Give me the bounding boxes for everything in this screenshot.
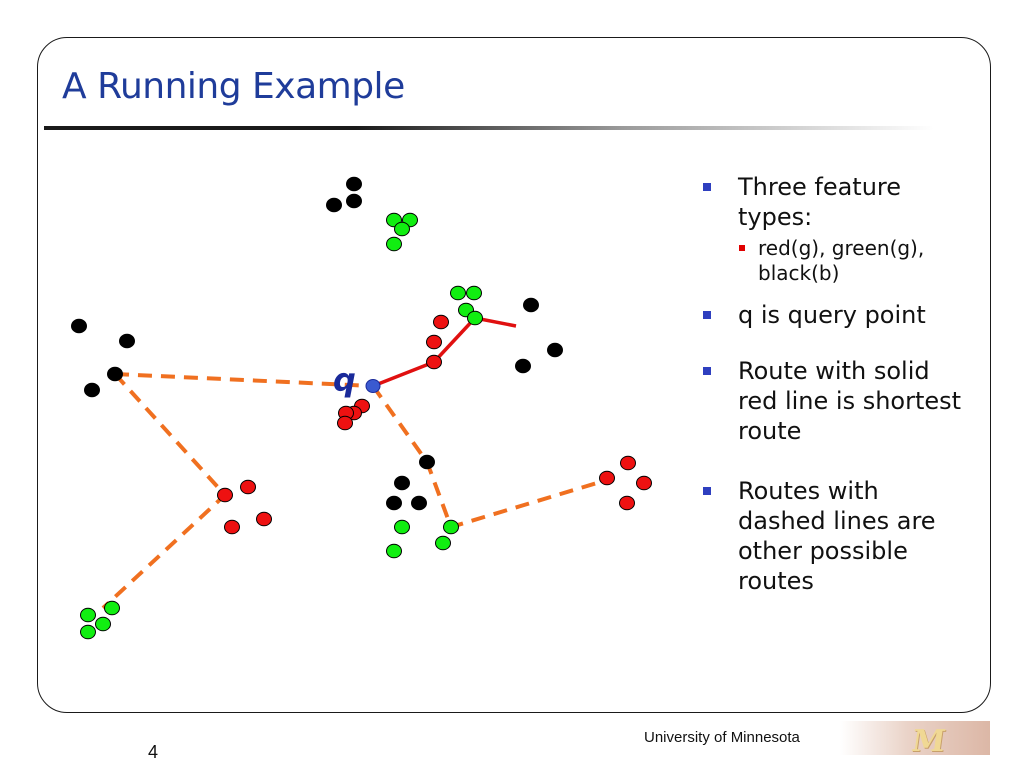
footer-logo-band [840,721,990,755]
shortest-route-line [372,316,517,388]
red-feature-point [224,519,240,535]
red-feature-point [256,511,272,527]
green-feature-point [450,285,466,301]
black-feature-point [394,475,410,491]
dashed-route-2 [101,372,228,610]
bullet-list: Three feature types: red(g), green(g), b… [700,172,970,596]
green-feature-point [80,624,96,640]
black-feature-point [515,358,531,374]
sub-bullet-square-icon [739,245,745,251]
bullet-shortest-route: Route with solid red line is shortest ro… [700,356,970,446]
bullet-square-icon [703,367,711,375]
feature-points [71,176,652,640]
red-feature-point [426,354,442,370]
bullet-text: Route with solid red line is shortest ro… [738,357,962,445]
slide-frame [37,37,991,713]
black-feature-point [119,333,135,349]
black-feature-point [107,366,123,382]
green-feature-point [80,607,96,623]
bullet-text: Routes with dashed lines are other possi… [738,477,936,595]
bullet-square-icon [703,183,711,191]
red-feature-point [619,495,635,511]
dashed-route-3 [371,384,608,530]
green-feature-point [394,221,410,237]
red-feature-point [636,475,652,491]
page-number: 4 [148,742,159,762]
slide-title: A Running Example [62,66,405,107]
green-feature-point [394,519,410,535]
green-feature-point [443,519,459,535]
bullet-square-icon [703,311,711,319]
red-feature-point [599,470,615,486]
bullet-square-icon [703,487,711,495]
bullet-feature-types: Three feature types: [700,172,970,232]
green-feature-point [95,616,111,632]
sub-bullet-feature-list: red(g), green(g), black(b) [700,236,970,286]
bullet-text: q is query point [738,301,926,329]
query-point [365,379,381,393]
black-feature-point [386,495,402,511]
red-feature-point [426,334,442,350]
green-feature-point [386,236,402,252]
green-feature-point [386,543,402,559]
black-feature-point [547,342,563,358]
black-feature-point [84,382,100,398]
black-feature-point [419,454,435,470]
green-feature-point [104,600,120,616]
bullet-text: Three feature types: [738,173,902,231]
university-m-logo-icon: M [909,724,948,759]
black-feature-point [326,197,342,213]
red-feature-point [433,314,449,330]
dashed-route-1 [114,372,374,388]
red-feature-point [620,455,636,471]
green-feature-point [466,285,482,301]
red-feature-point [240,479,256,495]
footer-university-name: University of Minnesota [644,729,800,746]
red-feature-point [217,487,233,503]
shortest-route [372,316,517,388]
red-feature-point [337,415,353,431]
title-rule [44,126,934,130]
black-feature-point [71,318,87,334]
black-feature-point [523,297,539,313]
green-feature-point [467,310,483,326]
sub-bullet-text: red(g), green(g), black(b) [758,236,925,285]
black-feature-point [411,495,427,511]
bullet-other-routes: Routes with dashed lines are other possi… [700,476,970,596]
query-point-label: q [333,361,356,399]
black-feature-point [346,176,362,192]
bullet-query-point: q is query point [700,300,970,330]
black-feature-point [346,193,362,209]
green-feature-point [435,535,451,551]
